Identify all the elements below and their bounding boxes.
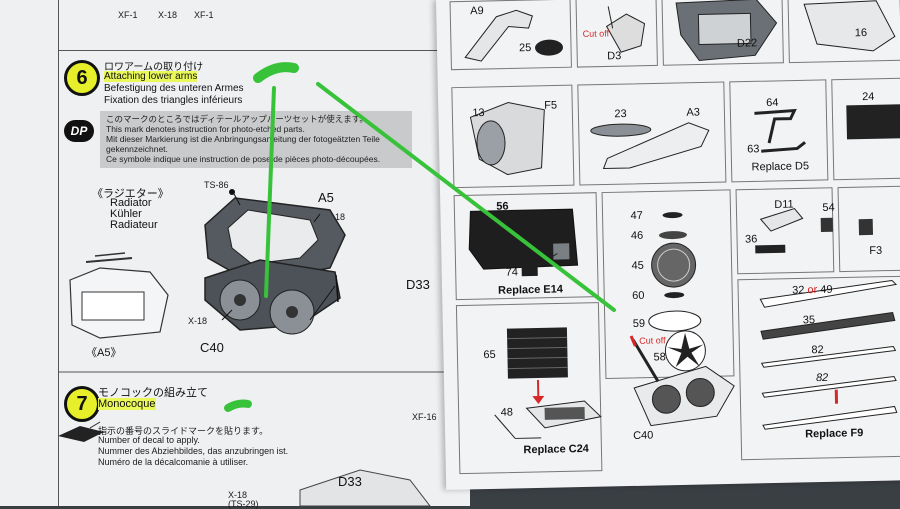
part-label: 32 [792, 284, 804, 296]
part-label: 49 [820, 284, 832, 296]
part-label: 16 [855, 27, 867, 39]
part-label: 46 [631, 230, 643, 242]
part-label: 13 [472, 107, 484, 119]
part-label: 64 [766, 97, 778, 109]
part-label: 35 [803, 314, 815, 326]
part-label: 65 [483, 349, 495, 361]
part-label: 54 [822, 202, 834, 214]
paint-code: XF-16 [412, 412, 437, 422]
decal-note-line: Number of decal to apply. [98, 435, 200, 445]
part-label: 59 [633, 318, 645, 330]
part-label: 25 [519, 42, 531, 54]
part-label: 36 [745, 233, 757, 245]
part-label: A3 [686, 106, 700, 118]
paint-code: (TS-29) [228, 499, 259, 509]
part-label: 63 [747, 143, 759, 155]
part-label: 47 [630, 210, 642, 222]
decal-note-line: Numéro de la décalcomanie à utiliser. [98, 457, 248, 467]
part-label: C40 [633, 430, 653, 442]
step-title-en: Monocoque [98, 398, 156, 410]
cut-off-label: Cut off [639, 335, 666, 346]
part-label: 23 [614, 108, 626, 120]
parts-sheet-right: A9 25 Cut off D3 D22 16 13 F5 23 A3 64 6… [436, 0, 900, 490]
part-label: 82 [816, 372, 828, 384]
part-label: D22 [737, 37, 757, 49]
strip-label: 32 or 49 [792, 284, 833, 297]
part-label: D3 [607, 50, 621, 62]
part-label: F5 [544, 99, 557, 111]
step-number-badge: 7 [64, 386, 100, 422]
part-label: 45 [631, 260, 643, 272]
part-label: Replace E14 [498, 283, 563, 296]
part-label: 56 [496, 201, 508, 213]
part-label: F3 [869, 245, 882, 257]
part-label: D33 [338, 474, 362, 489]
part-label: 58 [653, 351, 665, 363]
part-label: 24 [862, 91, 874, 103]
part-label: Replace C24 [523, 443, 589, 456]
part-label: 48 [501, 406, 513, 418]
decal-note-line: Nummer des Abziehbildes, das anzubringen… [98, 446, 288, 456]
cut-off-label: Cut off [583, 28, 610, 39]
part-label: 82 [811, 344, 823, 356]
part-label: 74 [506, 266, 518, 278]
part-label: 60 [632, 290, 644, 302]
part-label: Replace D5 [751, 160, 809, 173]
or-label: or [807, 284, 817, 296]
part-label: A9 [470, 5, 484, 17]
part-label: D11 [774, 199, 794, 211]
instruction-sheet-left: XF-1 X-18 XF-1 6 ロワアームの取り付け Attaching lo… [0, 0, 470, 506]
part-label: Replace F9 [805, 427, 863, 440]
